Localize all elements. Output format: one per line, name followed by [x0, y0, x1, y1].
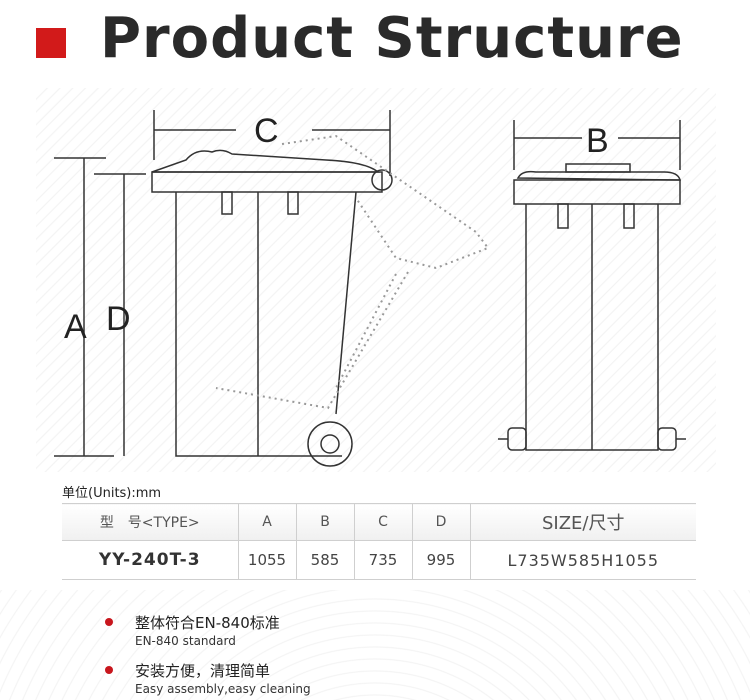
- features-panel: 整体符合EN-840标准 EN-840 standard 安装方便，清理简单 E…: [0, 590, 750, 700]
- bin-front-view: [498, 163, 686, 451]
- cell-size: L735W585H1055: [469, 540, 696, 580]
- header-type: 型 号<TYPE>: [62, 503, 239, 541]
- dim-label-b: B: [586, 122, 609, 160]
- header-size: SIZE/尺寸: [469, 503, 696, 541]
- spec-table: 型 号<TYPE> A B C D SIZE/尺寸 YY-240T-3 1055…: [62, 503, 696, 580]
- units-label: 单位(Units):mm: [62, 486, 162, 501]
- bullet-icon: [105, 666, 113, 674]
- header-b: B: [295, 503, 355, 541]
- feature-en: EN-840 standard: [135, 634, 236, 648]
- title-bar: Product Structure: [0, 0, 750, 90]
- cell-a: 1055: [237, 540, 297, 580]
- header-a: A: [237, 503, 297, 541]
- table-header-row: 型 号<TYPE> A B C D SIZE/尺寸: [62, 503, 696, 541]
- dim-label-c: C: [254, 112, 279, 150]
- cell-b: 585: [295, 540, 355, 580]
- dim-label-d: D: [106, 300, 131, 338]
- feature-cn: 安装方便，清理简单: [135, 662, 271, 680]
- header-c: C: [353, 503, 413, 541]
- cell-c: 735: [353, 540, 413, 580]
- page-title: Product Structure: [100, 6, 684, 71]
- header-d: D: [411, 503, 471, 541]
- lid-open-outline: [215, 134, 490, 410]
- bin-diagram: A D C B: [54, 110, 686, 467]
- cell-type: YY-240T-3: [62, 540, 239, 580]
- feature-cn: 整体符合EN-840标准: [135, 614, 280, 632]
- bullet-icon: [105, 618, 113, 626]
- table-row: YY-240T-3 1055 585 735 995 L735W585H1055: [62, 540, 696, 580]
- dim-label-a: A: [64, 308, 87, 346]
- bin-side-view: [151, 149, 393, 467]
- cell-d: 995: [411, 540, 471, 580]
- title-accent-square: [36, 28, 66, 58]
- feature-en: Easy assembly,easy cleaning: [135, 682, 311, 696]
- product-drawing: A D C B: [36, 88, 716, 472]
